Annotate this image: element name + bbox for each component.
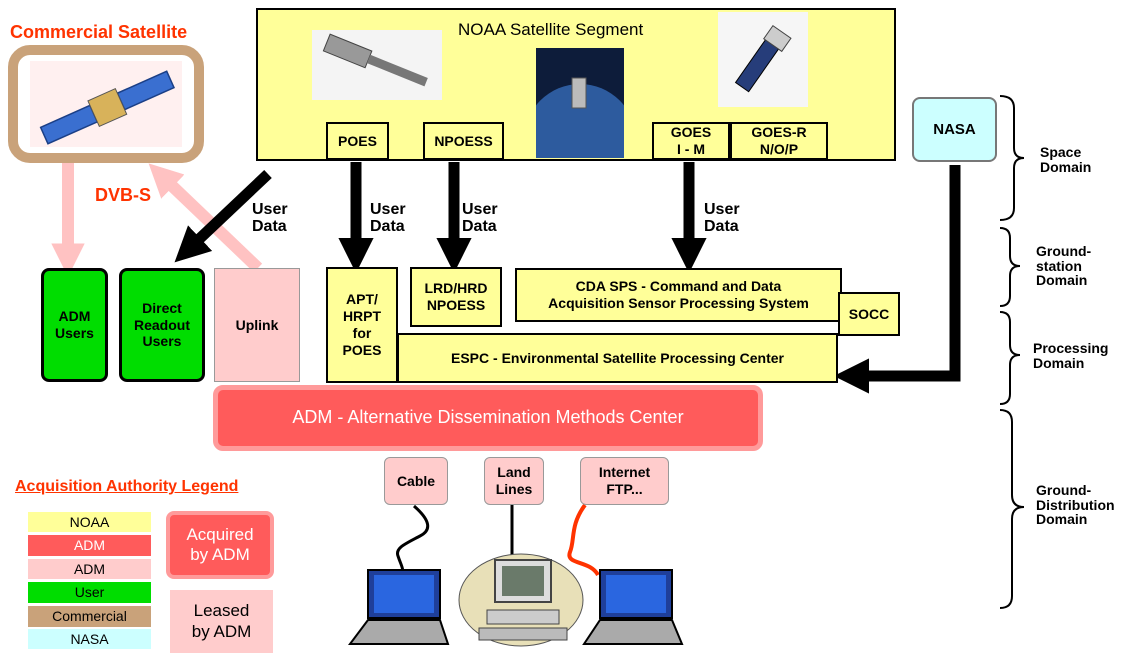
internet-line [567,503,600,577]
direct-readout-arrow [174,170,272,263]
ground-station-domain-label: Ground- station Domain [1036,243,1092,289]
legend-noaa: NOAA [28,512,151,532]
user-data-label-poes: User Data [370,201,406,235]
commercial-satellite-image-area [30,61,182,147]
poes-box: POES [326,122,389,160]
legend-adm-red: ADM [28,535,151,556]
user-data-label-goes: User Data [704,201,740,235]
distribution-domain-brace [999,409,1025,609]
socc-box: SOCC [838,292,900,336]
legend-title: Acquisition Authority Legend [15,478,239,495]
ground-station-domain-brace [999,227,1021,307]
direct-readout-users-box: Direct Readout Users [119,268,205,382]
legend-nasa: NASA [28,629,151,649]
internet-ftp-box: Internet FTP... [580,457,669,505]
legend-adm-pink: ADM [28,559,151,579]
nasa-box: NASA [912,97,997,162]
legend-acquired-by-adm: Acquired by ADM [166,511,274,579]
space-domain-label: Space Domain [1040,144,1092,175]
npoess-box: NPOESS [423,122,504,160]
user-data-label-direct: User Data [252,201,288,235]
commercial-satellite-title: Commercial Satellite [10,22,188,42]
desktop-computer-icon [458,553,584,647]
laptop-icon [348,569,450,645]
nasa-arrow [833,165,961,394]
poes-satellite-icon [312,30,442,100]
lrd-hrd-box: LRD/HRD NPOESS [410,267,502,327]
user-data-label-npoess: User Data [462,201,498,235]
cable-line [395,504,430,577]
goes-satellite-icon [718,12,808,107]
adm-users-box: ADM Users [41,268,108,382]
goes-i-m-box: GOES I - M [652,122,730,160]
legend-user: User [28,582,151,603]
noaa-satellite-segment: NOAA Satellite Segment [256,8,896,161]
espc-box: ESPC - Environmental Satellite Processin… [397,333,838,383]
adm-center-box: ADM - Alternative Dissemination Methods … [213,385,763,451]
distribution-domain-label: Ground- Distribution Domain [1036,482,1115,528]
cable-box: Cable [384,457,448,505]
space-domain-brace [999,95,1025,221]
land-lines-box: Land Lines [484,457,544,505]
legend-commercial: Commercial [28,606,151,627]
cda-sps-box: CDA SPS - Command and Data Acquisition S… [515,268,842,322]
apt-hrpt-box: APT/ HRPT for POES [326,267,398,383]
commercial-satellite-box [8,45,204,163]
earth-view-icon [536,48,624,158]
processing-domain-brace [999,311,1021,405]
legend-leased-by-adm: Leased by ADM [170,590,273,653]
laptop-icon [582,569,684,645]
segment-title: NOAA Satellite Segment [458,20,644,39]
processing-domain-label: Processing Domain [1033,340,1109,371]
uplink-box: Uplink [214,268,300,382]
goes-r-box: GOES-R N/O/P [730,122,828,160]
satellite-icon [39,70,176,145]
dvb-s-label: DVB-S [95,185,152,205]
